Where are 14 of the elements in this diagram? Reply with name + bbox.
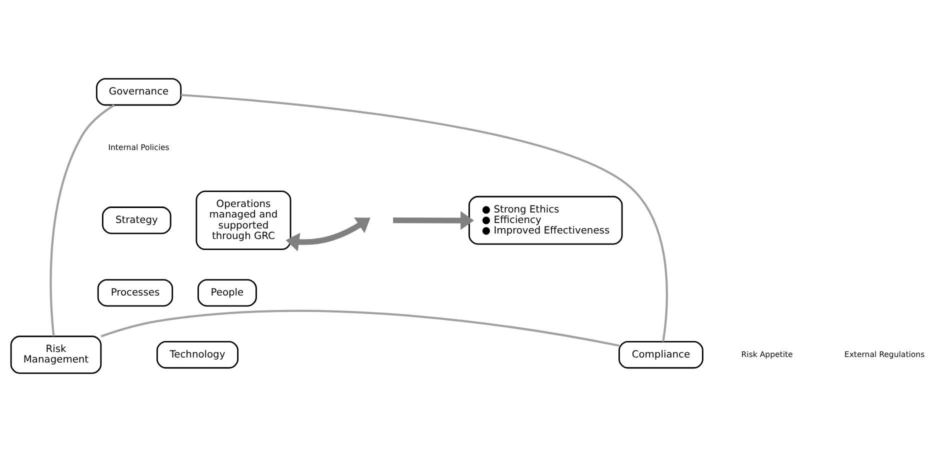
node-box: Operations managed and supported through GRC	[196, 190, 292, 250]
node-box: Technology	[156, 340, 239, 369]
connector	[100, 310, 620, 347]
node-box: Processes	[97, 279, 174, 307]
arrow	[286, 218, 370, 252]
node-box: ● Strong Ethics ● Efficiency ● Improved Effectiveness	[468, 196, 623, 245]
node-box: Compliance	[618, 340, 704, 369]
node-box: Governance	[96, 78, 182, 106]
node-box: Strategy	[102, 206, 172, 234]
node-box: Risk Management	[10, 336, 102, 374]
node-box: People	[198, 279, 257, 307]
connector	[50, 104, 115, 336]
arrow	[393, 211, 474, 230]
connector	[180, 94, 668, 342]
